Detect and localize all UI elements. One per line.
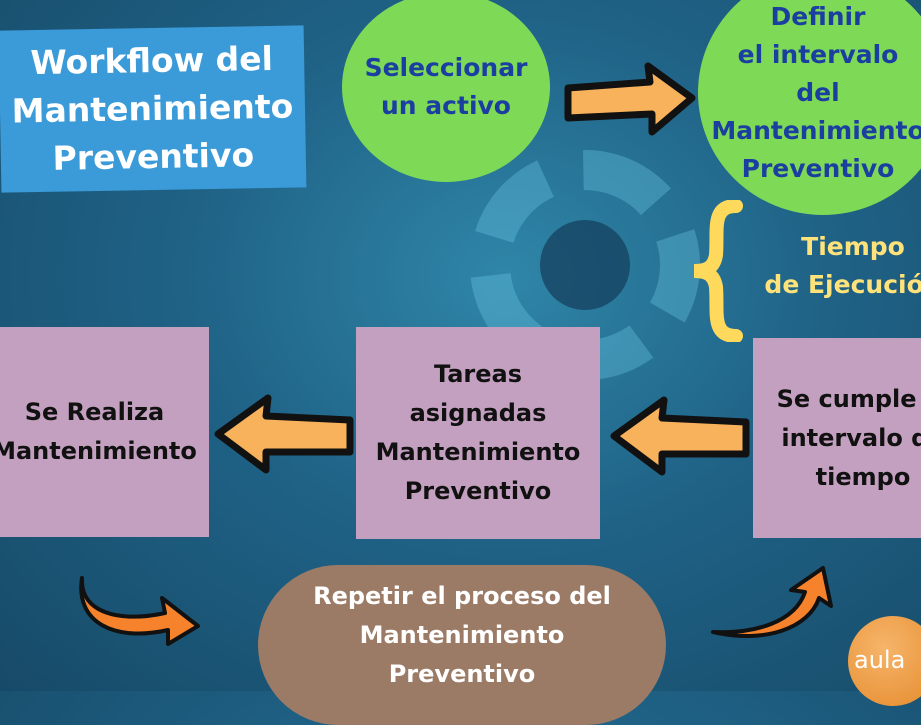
step-assigned-tasks: Tareas asignadas Mantenimiento Preventiv… <box>356 327 600 539</box>
step-text: Preventivo <box>404 477 552 505</box>
step-text: el intervalo <box>737 39 899 69</box>
title-line: Workflow del <box>30 38 274 83</box>
curly-brace-icon <box>693 200 743 342</box>
step-text: Se Realiza <box>24 398 165 426</box>
step-text: Preventivo <box>388 660 536 688</box>
execution-time-label: Tiempo de Ejecución <box>748 228 921 304</box>
step-text: Mantenimiento <box>711 115 921 145</box>
step-text: Mantenimiento <box>0 437 197 465</box>
step-text: tiempo <box>815 462 911 491</box>
arrow-left-icon <box>214 394 354 474</box>
step-text: Mantenimiento <box>375 438 581 466</box>
step-repeat-process: Repetir el proceso del Mantenimiento Pre… <box>258 565 666 725</box>
step-text: Seleccionar <box>364 53 528 82</box>
step-text: Preventivo <box>741 153 895 183</box>
arrow-left-icon <box>610 396 750 476</box>
curved-arrow-icon <box>79 576 200 646</box>
label-text: de Ejecución <box>764 270 921 299</box>
curved-arrow-icon <box>711 566 833 638</box>
step-text: asignadas <box>409 399 547 427</box>
title-line: Preventivo <box>52 135 255 178</box>
gear-hub <box>540 220 630 310</box>
label-text: Tiempo <box>801 232 905 261</box>
step-text: Se cumple el <box>776 384 921 413</box>
step-select-asset: Seleccionar un activo <box>342 0 550 182</box>
step-text: Repetir el proceso del <box>313 582 611 610</box>
aula-logo: aula <box>848 616 921 706</box>
step-text: Mantenimiento <box>359 621 565 649</box>
step-text: Tareas <box>433 360 523 388</box>
step-text: intervalo de <box>781 423 921 452</box>
step-perform-maintenance: Se Realiza Mantenimiento <box>0 327 209 537</box>
step-text: del <box>796 77 840 107</box>
arrow-right-icon <box>564 62 696 136</box>
step-text: Definir <box>770 1 866 31</box>
step-interval-met: Se cumple el intervalo de tiempo <box>753 338 921 538</box>
title-line: Mantenimiento <box>11 86 294 131</box>
step-text: un activo <box>381 91 511 120</box>
logo-text: aula <box>854 646 906 674</box>
page-title: Workflow del Mantenimiento Preventivo <box>0 25 307 193</box>
step-define-interval: Definir el intervalo del Mantenimiento P… <box>698 0 921 215</box>
